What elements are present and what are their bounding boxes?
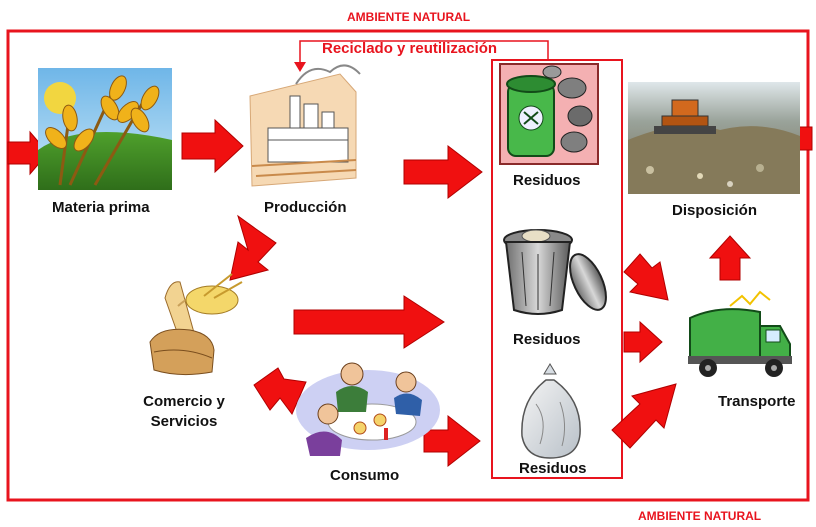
- recycle-line: [299, 40, 549, 62]
- arrow-consumo-to-residuos: [423, 414, 481, 468]
- garbage-truck-icon: [688, 290, 792, 377]
- environment-label-top: AMBIENTE NATURAL: [347, 10, 471, 24]
- arrow-comercio-to-residuos: [293, 295, 445, 349]
- trash-can-icon: [503, 229, 607, 315]
- arrow-residuos-to-transporte-top: [623, 253, 669, 301]
- dining-people-icon: [296, 362, 440, 456]
- consumo-label: Consumo: [330, 467, 400, 484]
- disposicion-label: Disposición: [672, 202, 758, 219]
- arrow-produccion-to-comercio: [229, 214, 277, 281]
- materia-prima-label: Materia prima: [52, 199, 150, 216]
- arrow-transporte-to-disposicion: [708, 235, 752, 281]
- arrow-residuos-to-transporte-bottom: [611, 383, 677, 449]
- arrow-materia-to-produccion: [181, 118, 244, 174]
- comercio-label-line1: Comercio y: [143, 393, 225, 410]
- produccion-label: Producción: [264, 199, 347, 216]
- arrow-comercio-to-consumo: [253, 367, 307, 415]
- arrow-residuos-to-transporte-mid: [623, 320, 663, 364]
- residuos-label-2: Residuos: [513, 331, 581, 348]
- arrow-produccion-to-residuos: [403, 144, 483, 200]
- factory-icon: [249, 64, 361, 187]
- bread-icon: [149, 273, 243, 376]
- residuos-label-1: Residuos: [513, 172, 581, 189]
- landfill-icon: [628, 82, 800, 194]
- environment-frame: [6, 29, 810, 502]
- environment-label-bottom: AMBIENTE NATURAL: [638, 509, 762, 523]
- wheat-icon: [38, 68, 172, 190]
- recycle-label: Reciclado y reutilización: [322, 40, 498, 57]
- garbage-bin-green-icon: [499, 63, 599, 165]
- comercio-label-line2: Servicios: [150, 413, 218, 430]
- trash-bag-icon: [521, 363, 581, 459]
- arrow-out-of-disposicion: [797, 126, 813, 151]
- residuos-label-3: Residuos: [519, 460, 587, 477]
- transporte-label: Transporte: [718, 393, 796, 410]
- residues-box: [491, 59, 623, 479]
- recycle-arrowhead: [294, 62, 306, 72]
